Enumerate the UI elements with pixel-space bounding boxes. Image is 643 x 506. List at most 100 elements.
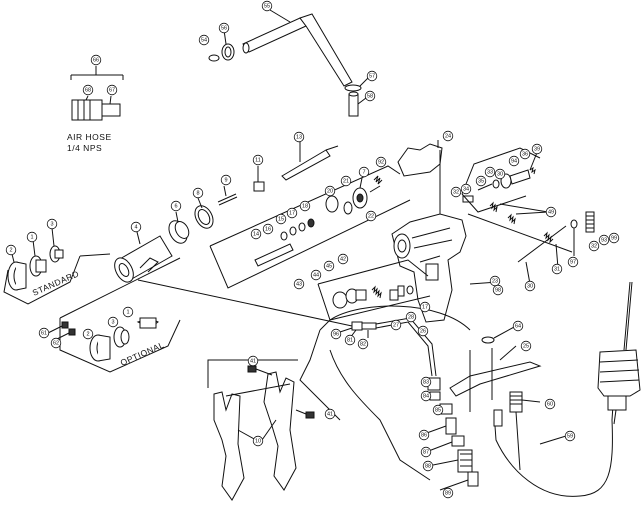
callout-58: 58 — [364, 90, 376, 102]
callout-number: 54 — [201, 37, 207, 43]
right-upper-parts — [462, 166, 536, 203]
callout-number: 24 — [445, 133, 451, 139]
callout-59: 59 — [564, 430, 576, 442]
callout-number: 7 — [362, 169, 365, 175]
callout-35: 35 — [475, 175, 487, 187]
callout-number: 43 — [296, 281, 302, 287]
callout-number: 9 — [224, 177, 227, 183]
callout-number: 26 — [420, 328, 426, 334]
callout-43: 43 — [293, 278, 305, 290]
part-31-spring — [543, 231, 554, 244]
callout-18: 18 — [299, 200, 311, 212]
callout-14: 14 — [250, 228, 262, 240]
callout-number: 93 — [601, 237, 607, 243]
callout-number: 35 — [478, 178, 484, 184]
callout-87: 87 — [420, 446, 432, 458]
right-bracket — [467, 213, 573, 253]
air-hose-label: AIR HOSE — [67, 132, 112, 142]
callout-number: 86 — [421, 432, 427, 438]
callout-number: 1 — [126, 309, 129, 315]
callout-32: 32 — [588, 240, 600, 252]
callout-number: 85 — [435, 407, 441, 413]
callout-number: 49 — [548, 209, 554, 215]
callout-number: 8 — [196, 190, 199, 196]
parts-15-18-seals — [280, 218, 315, 241]
callout-31: 31 — [551, 263, 563, 275]
callout-number: 22 — [368, 213, 374, 219]
callout-number: 45 — [326, 263, 332, 269]
callout-number: 87 — [423, 449, 429, 455]
part-55-bent-tube — [242, 13, 353, 87]
callout-1: 1 — [26, 231, 38, 243]
callout-number: 10 — [255, 438, 261, 444]
callout-number: 17 — [422, 304, 428, 310]
callout-number: 20 — [327, 188, 333, 194]
callout-number: 1 — [30, 234, 33, 240]
callout-number: 84 — [423, 393, 429, 399]
callout-number: 99 — [611, 235, 617, 241]
part-93-spring — [585, 211, 595, 233]
callout-96: 96 — [330, 328, 342, 340]
callout-32: 32 — [450, 186, 462, 198]
callout-number: 60 — [547, 401, 553, 407]
callout-3: 3 — [46, 218, 58, 230]
callout-17: 17 — [286, 207, 298, 219]
callout-7: 7 — [358, 166, 370, 178]
callout-number: 32 — [453, 189, 459, 195]
callout-number: 13 — [296, 134, 302, 140]
applicator-probe — [597, 281, 641, 425]
callout-number: 15 — [278, 216, 284, 222]
callout-number: 44 — [313, 272, 319, 278]
part-14-shaft — [254, 243, 294, 267]
callout-86: 86 — [418, 429, 430, 441]
callout-number: 36 — [522, 151, 528, 157]
callout-21: 21 — [340, 175, 352, 187]
part-9-pin — [217, 193, 238, 206]
callout-number: 83 — [423, 379, 429, 385]
callout-49: 49 — [545, 206, 557, 218]
callout-number: 68 — [85, 87, 91, 93]
callout-number: 18 — [302, 203, 308, 209]
callout-8: 8 — [192, 187, 204, 199]
callout-20: 20 — [324, 185, 336, 197]
callout-17: 17 — [419, 301, 431, 313]
air-hose-fitting — [70, 66, 124, 121]
callout-4: 4 — [130, 221, 142, 233]
callout-number: 67 — [109, 87, 115, 93]
air-hose-size-label: 1/4 NPS — [67, 143, 102, 153]
callout-number: 39 — [534, 146, 540, 152]
callout-16: 16 — [262, 223, 274, 235]
callout-99: 99 — [608, 232, 620, 244]
callout-2: 2 — [82, 328, 94, 340]
callout-number: 31 — [554, 266, 560, 272]
middle-bracket — [209, 165, 411, 289]
callout-39: 39 — [531, 143, 543, 155]
part-10-bracket — [207, 359, 298, 388]
callout-number: 55 — [264, 3, 270, 9]
callout-55: 55 — [261, 0, 273, 12]
callout-28: 28 — [405, 311, 417, 323]
callout-number: 94 — [511, 158, 517, 164]
callout-number: 41 — [250, 358, 256, 364]
callout-number: 89 — [445, 490, 451, 496]
callout-68: 68 — [82, 84, 94, 96]
callout-34: 34 — [460, 183, 472, 195]
gun-body — [391, 213, 467, 323]
callout-number: 42 — [340, 256, 346, 262]
callout-82: 82 — [357, 338, 369, 350]
callout-number: 57 — [369, 73, 375, 79]
callout-41: 41 — [324, 408, 336, 420]
callout-number: 98 — [495, 287, 501, 293]
standard-cap-assembly — [7, 245, 64, 291]
part-4-barrel — [114, 235, 173, 283]
part-57-oring — [344, 84, 362, 92]
callout-33: 33 — [484, 166, 496, 178]
callout-number: 59 — [567, 433, 573, 439]
callout-9: 9 — [220, 174, 232, 186]
part-58-sleeve — [348, 91, 359, 117]
optional-screws — [47, 321, 76, 341]
callout-45: 45 — [323, 260, 335, 272]
callout-62: 62 — [50, 337, 62, 349]
callout-number: 27 — [393, 322, 399, 328]
callout-44: 44 — [310, 269, 322, 281]
